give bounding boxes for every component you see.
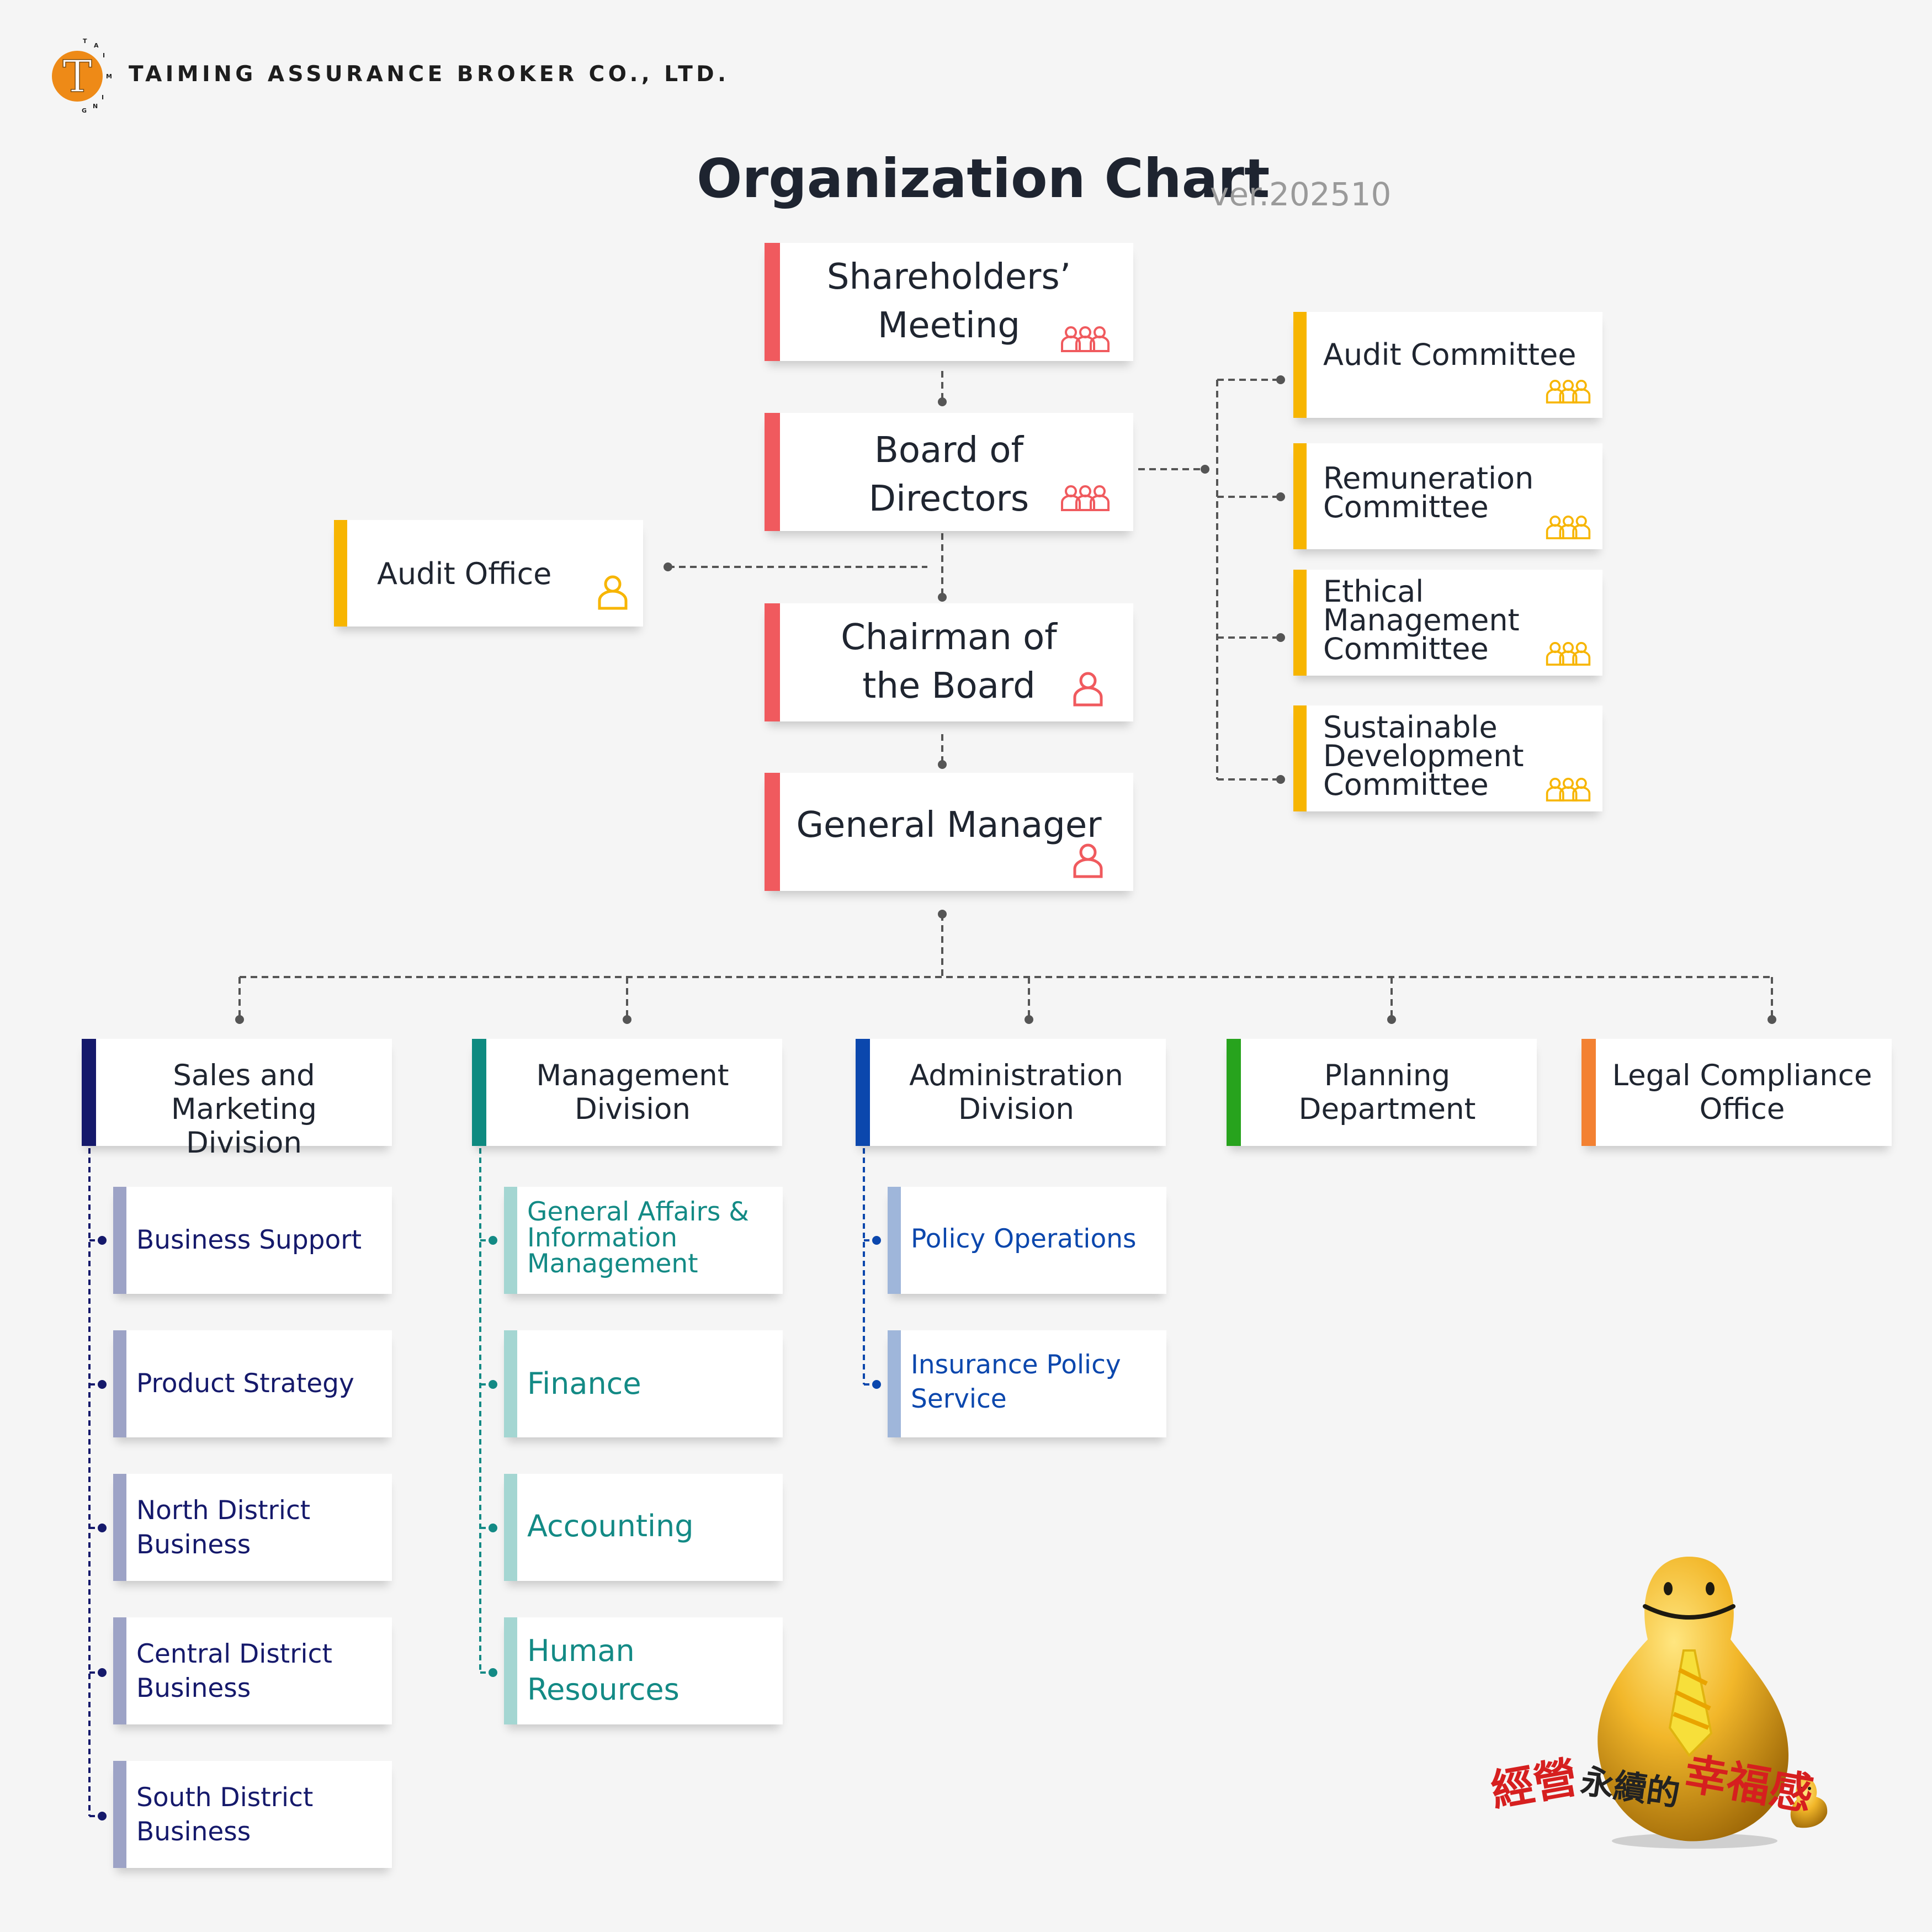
sub-unit-box: South District Business [113,1761,392,1868]
mascot-illustration [1597,1557,1828,1849]
shareholders-meeting-label: Shareholders’ Meeting [826,257,1071,346]
company-logo: T TAI MING [52,38,112,114]
general-manager-box: General Manager [765,773,1133,891]
audit-committee-box: Audit Committee [1293,312,1602,418]
committee-label: Audit Committee [1323,337,1577,372]
committee-label: Sustainable Development Committee [1323,710,1524,802]
sub-unit-label: Central District Business [136,1639,332,1703]
management-division-box: Management Division [472,1039,782,1146]
sub-unit-box: Accounting [504,1474,783,1581]
sub-unit-label: North District Business [136,1495,311,1560]
sub-unit-box: North District Business [113,1474,392,1581]
board-of-directors-box: Board of Directors [765,413,1133,531]
svg-text:I: I [103,52,105,59]
svg-text:N: N [93,103,98,110]
sub-unit-box: Finance [504,1330,783,1437]
board-of-directors-label: Board of Directors [868,430,1029,519]
chairman-label: Chairman of the Board [841,617,1057,707]
people-group-icon [1546,642,1591,666]
sub-unit-box: Product Strategy [113,1330,392,1437]
ethical-management-committee-box: Ethical Management Committee [1293,570,1602,676]
sub-unit-box: Policy Operations [888,1187,1166,1294]
sales-marketing-division-box: Sales and Marketing Division [82,1039,392,1160]
remuneration-committee-box: Remuneration Committee [1293,443,1602,549]
chart-version: ver.202510 [1210,176,1392,213]
sustainable-development-committee-box: Sustainable Development Committee [1293,705,1602,811]
people-group-icon [1546,379,1591,404]
people-group-icon [1546,515,1591,539]
division-label: Legal Compliance Office [1612,1059,1872,1126]
svg-text:M: M [106,73,112,80]
sub-unit-box: Human Resources [504,1617,783,1724]
svg-text:A: A [94,42,99,49]
sub-unit-label: Finance [527,1366,641,1401]
audit-office-box: Audit Office [334,520,643,627]
sub-unit-box: General Affairs & Information Management [504,1187,783,1294]
slogan-text: 經營永續的幸福感 [1487,1748,1817,1820]
svg-text:T: T [62,51,92,102]
general-manager-label: General Manager [796,805,1102,846]
people-group-icon [1061,326,1110,352]
division-label: Management Division [536,1059,729,1126]
shareholders-meeting-box: Shareholders’ Meeting [765,243,1133,361]
sub-unit-box: Central District Business [113,1617,392,1724]
sub-unit-label: Product Strategy [136,1368,354,1399]
person-icon [1073,672,1103,707]
administration-division-box: Administration Division [856,1039,1166,1146]
legal-compliance-office-box: Legal Compliance Office [1581,1039,1892,1146]
sub-unit-label: Human Resources [527,1633,680,1707]
person-icon [1073,843,1103,878]
slogan-part: 經營 [1487,1752,1581,1817]
chairman-box: Chairman of the Board [765,603,1133,721]
committee-label: Remuneration Committee [1323,461,1534,524]
people-group-icon [1546,778,1591,802]
sub-unit-label: South District Business [136,1782,314,1847]
sub-unit-label: Policy Operations [911,1224,1137,1254]
svg-text:I: I [102,94,104,101]
audit-office-label: Audit Office [377,556,552,591]
slogan-part: 永續的 [1578,1761,1682,1814]
division-label: Planning Department [1298,1059,1476,1126]
slogan-part: 幸福感 [1680,1748,1817,1820]
svg-text:T: T [83,38,87,45]
sub-unit-label: General Affairs & Information Management [527,1197,749,1279]
sub-unit-label: Accounting [527,1509,694,1543]
division-label: Sales and Marketing Division [171,1059,317,1160]
planning-department-box: Planning Department [1227,1039,1537,1146]
people-group-icon [1061,485,1110,511]
committee-label: Ethical Management Committee [1323,574,1520,666]
division-label: Administration Division [909,1059,1123,1126]
svg-text:G: G [82,107,87,114]
sub-unit-label: Insurance Policy Service [911,1350,1121,1414]
chart-title: Organization Chart [697,147,1270,210]
company-name: TAIMING ASSURANCE BROKER CO., LTD. [129,62,730,87]
person-icon [598,575,628,610]
sub-unit-box: Business Support [113,1187,392,1294]
sub-unit-label: Business Support [136,1225,362,1255]
sub-unit-box: Insurance Policy Service [888,1330,1166,1437]
